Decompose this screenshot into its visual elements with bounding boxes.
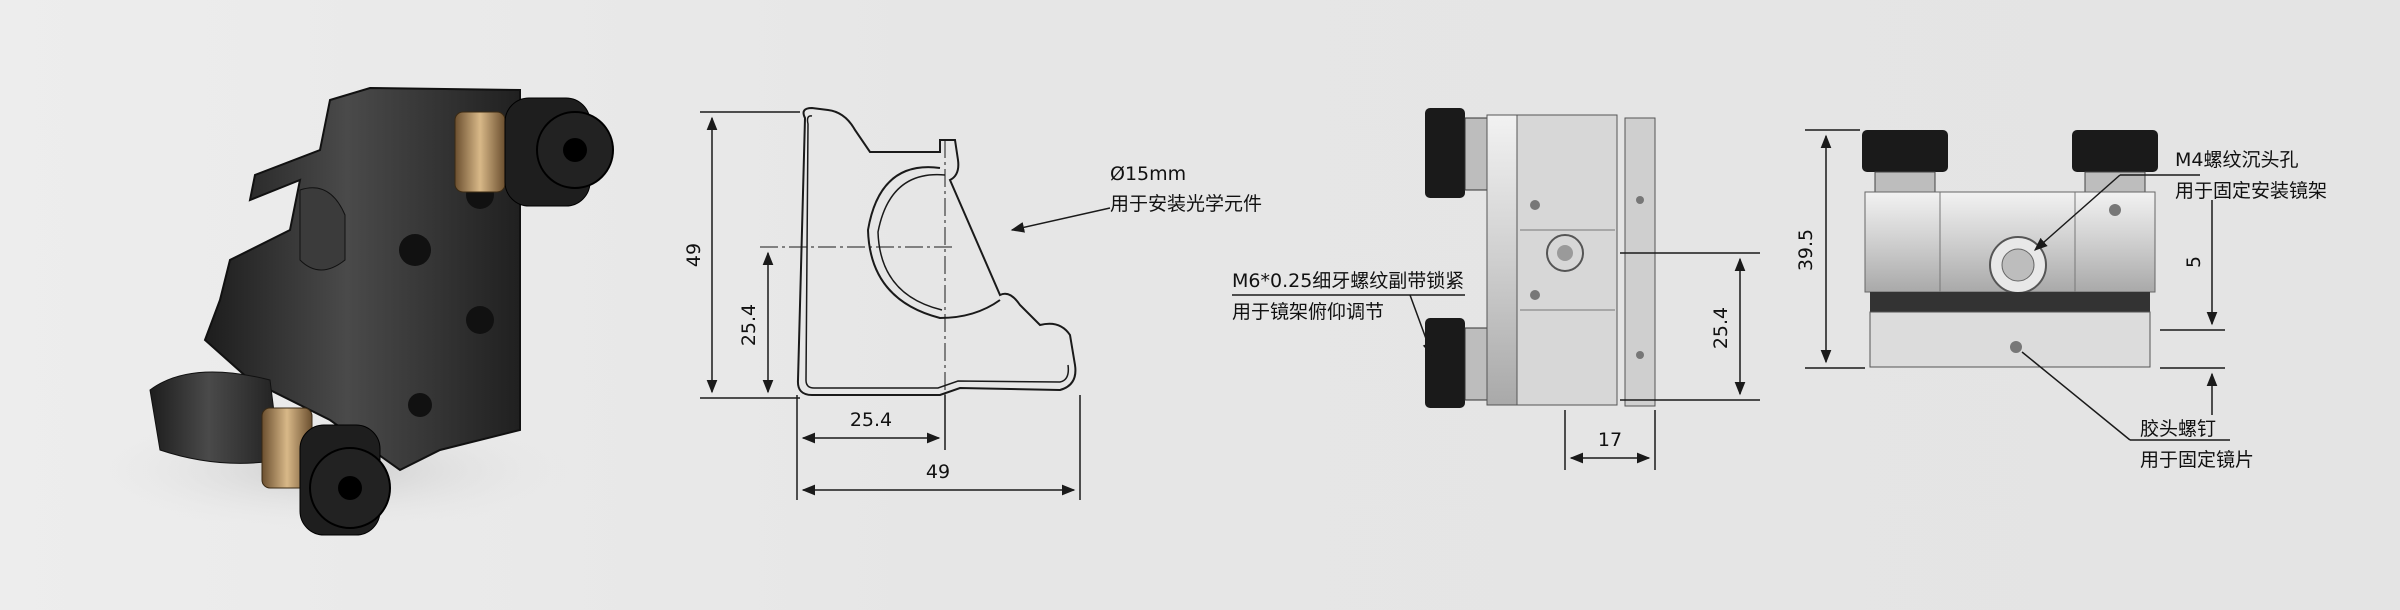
- lower-knob: [1425, 318, 1465, 408]
- top-height-label: 39.5: [1795, 229, 1817, 271]
- upper-knob: [1425, 108, 1465, 198]
- front-callout-desc: 用于安装光学元件: [1110, 193, 1262, 215]
- right-knob: [2072, 130, 2158, 172]
- front-height-label: 49: [683, 243, 705, 267]
- top-dimensions: [1805, 129, 2230, 441]
- front-width-label: 49: [926, 461, 950, 483]
- top-view: [1862, 130, 2158, 368]
- product-render: [90, 86, 614, 536]
- side-screw-title: M6*0.25细牙螺纹副带锁紧: [1232, 270, 1464, 292]
- side-dimensions: [1232, 252, 1760, 470]
- front-callout-title: Ø15mm: [1110, 163, 1186, 185]
- top-screw-desc: 用于固定镜片: [2140, 449, 2254, 471]
- top-screw-title: 胶头螺钉: [2140, 418, 2216, 440]
- side-height-label: 25.4: [1710, 307, 1732, 349]
- front-center-height-label: 25.4: [738, 304, 760, 346]
- side-width-label: 17: [1598, 429, 1622, 451]
- top-hole-desc: 用于固定安装镜架: [2175, 180, 2327, 202]
- front-view: [760, 106, 1077, 415]
- top-small-label: 5: [2183, 256, 2205, 268]
- left-knob: [1862, 130, 1948, 172]
- front-center-width-label: 25.4: [850, 409, 892, 431]
- front-outline: [796, 106, 1077, 396]
- side-view: [1425, 108, 1656, 408]
- side-screw-desc: 用于镜架俯仰调节: [1232, 301, 1384, 323]
- front-dimensions: [700, 111, 1111, 500]
- top-hole-title: M4螺纹沉头孔: [2175, 149, 2298, 171]
